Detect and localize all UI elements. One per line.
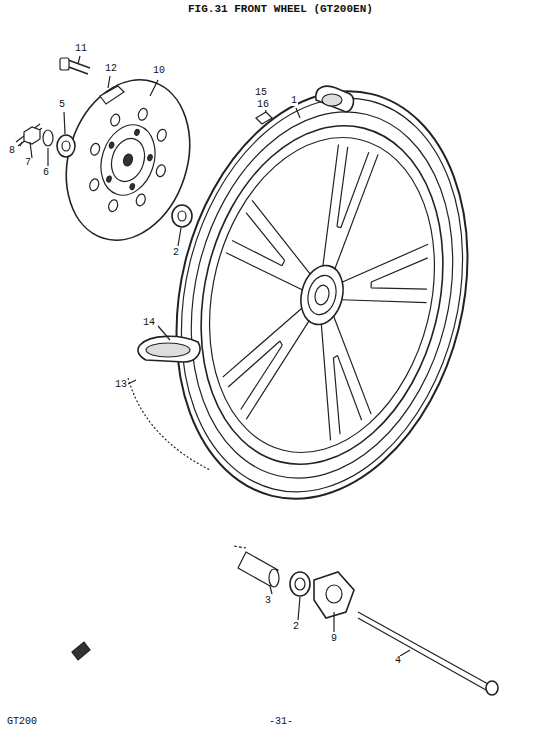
callout-number: 14 bbox=[142, 318, 156, 328]
callout-number: 2 bbox=[172, 248, 180, 258]
callout-number: 2 bbox=[292, 622, 300, 632]
callout-number: 4 bbox=[394, 656, 402, 666]
callout-number: 16 bbox=[256, 100, 270, 110]
callout-number: 12 bbox=[104, 64, 118, 74]
callout-number: 13 bbox=[114, 380, 128, 390]
callout-number: 6 bbox=[42, 168, 50, 178]
figure-title: FIG.31 FRONT WHEEL (GT200EN) bbox=[187, 4, 374, 15]
page-footer: -31- bbox=[268, 717, 294, 727]
callout-number: 8 bbox=[8, 146, 16, 156]
callout-number: 5 bbox=[58, 100, 66, 110]
callout-number: 15 bbox=[254, 88, 268, 98]
callout-number: 9 bbox=[330, 634, 338, 644]
callout-number: 7 bbox=[24, 158, 32, 168]
page-footer: GT200 bbox=[6, 717, 38, 727]
callout-number: 11 bbox=[74, 44, 88, 54]
callout-number: 3 bbox=[264, 596, 272, 606]
callout-number: 10 bbox=[152, 66, 166, 76]
callout-number: 1 bbox=[290, 96, 298, 106]
